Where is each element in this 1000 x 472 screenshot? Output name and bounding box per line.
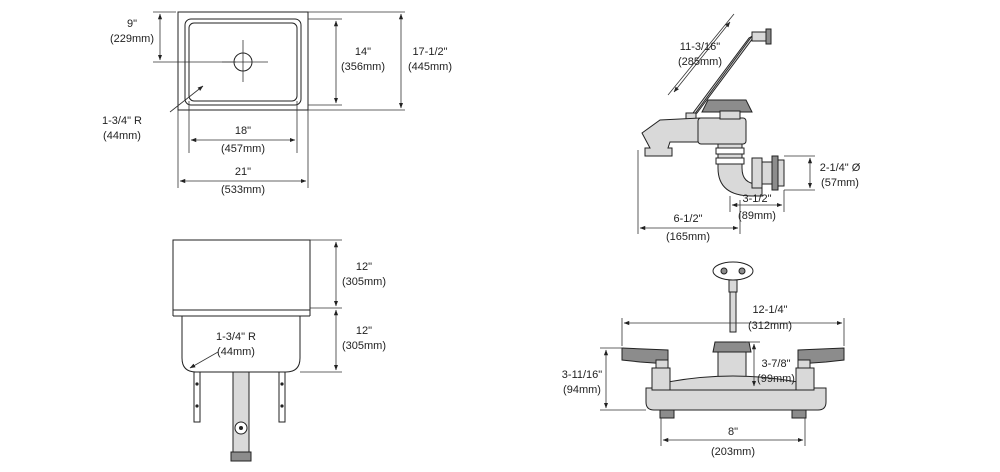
label-projection-in: 6-1/2" (674, 213, 703, 225)
label-depth-in: 9" (127, 18, 137, 30)
label-arm-in: 11-3/16" (680, 41, 720, 53)
label-faucet-height-mm: (94mm) (563, 384, 601, 396)
label-overall-width-in: 21" (235, 166, 251, 178)
dim-arm-length (673, 21, 731, 93)
label-spout-drop-in: 3-7/8" (762, 358, 791, 370)
label-overall-depth-mm: (445mm) (408, 61, 452, 73)
radius-leader (189, 351, 219, 369)
bolt (195, 404, 199, 408)
backsplash (172, 239, 311, 311)
label-arm-mm: (285mm) (678, 56, 722, 68)
label-centers-in: 8" (728, 426, 738, 438)
bracket-right (278, 371, 286, 423)
valve-handle (701, 99, 753, 113)
label-offset-mm: (89mm) (738, 210, 776, 222)
bolt (280, 404, 284, 408)
left-inlet (659, 409, 675, 419)
label-front-radius-in: 1-3/4" R (216, 331, 256, 343)
elbow-ring (715, 157, 745, 165)
sink-top-view: 9" (229mm) 14" (356mm) 17-1/2" (445mm) 1… (102, 11, 452, 196)
left-valve-cap (655, 359, 669, 369)
label-bowl-width-mm: (457mm) (221, 143, 265, 155)
label-faucet-width-mm: (312mm) (748, 320, 792, 332)
label-overall-depth-in: 17-1/2" (412, 46, 447, 58)
label-projection-mm: (165mm) (666, 231, 710, 243)
label-bowl-in: 14" (355, 46, 371, 58)
label-radius-in: 1-3/4" R (102, 115, 142, 127)
hose-handle (712, 261, 754, 281)
faucet-body (645, 387, 827, 411)
arm-coupling (751, 31, 767, 42)
flange-back (777, 159, 785, 187)
faucet-side-view: 11-3/16" (285mm) 2-1/4" Ø (57mm) 3-1/2" … (637, 13, 861, 243)
label-front-radius-mm: (44mm) (217, 346, 255, 358)
bracket-left (193, 371, 201, 423)
label-lower-mm: (305mm) (342, 340, 386, 352)
label-faucet-height-in: 3-11/16" (562, 369, 602, 381)
label-spout-drop-mm: (99mm) (757, 373, 795, 385)
sink-front-view: 12" (305mm) 12" (305mm) 1-3/4" R (44mm) (172, 239, 386, 462)
drain-pipe (232, 371, 250, 461)
bolt (195, 382, 199, 386)
handle-hole (720, 267, 728, 275)
label-offset-in: 3-1/2" (743, 193, 772, 205)
right-valve-cap (797, 359, 811, 369)
sink-outer-rim (177, 11, 309, 111)
right-inlet (791, 409, 807, 419)
drain-nut (230, 451, 252, 462)
ext-line (667, 13, 735, 96)
spout (641, 117, 701, 157)
elbow-ring (715, 147, 745, 155)
swing-rod (729, 291, 737, 333)
spout-bonnet (712, 341, 752, 353)
supply-nut (751, 157, 763, 189)
valve-bonnet (719, 110, 741, 120)
radius-leader (169, 85, 204, 113)
label-lower-in: 12" (356, 325, 372, 337)
arm-cap (765, 28, 772, 45)
supply-nipple (761, 161, 773, 185)
label-supply-in: 2-1/4" Ø (820, 162, 861, 174)
label-faucet-width-in: 12-1/4" (752, 304, 787, 316)
wall-flange (771, 155, 779, 191)
right-valve (795, 367, 815, 391)
handle-stem (728, 279, 738, 293)
left-valve (651, 367, 671, 391)
cleanout-center (239, 426, 243, 430)
label-bowl-width-in: 18" (235, 125, 251, 137)
faucet-front-view: 12-1/4" (312mm) 3-11/16" (94mm) 3-7/8" (… (562, 261, 845, 458)
label-upper-mm: (305mm) (342, 276, 386, 288)
bowl-outline (181, 316, 301, 373)
label-radius-mm: (44mm) (103, 130, 141, 142)
label-supply-mm: (57mm) (821, 177, 859, 189)
label-upper-in: 12" (356, 261, 372, 273)
label-depth-mm: (229mm) (110, 33, 154, 45)
label-overall-width-mm: (533mm) (221, 184, 265, 196)
valve-body (697, 117, 747, 145)
bolt (280, 382, 284, 386)
label-bowl-mm: (356mm) (341, 61, 385, 73)
handle-hole (738, 267, 746, 275)
label-centers-mm: (203mm) (711, 446, 755, 458)
